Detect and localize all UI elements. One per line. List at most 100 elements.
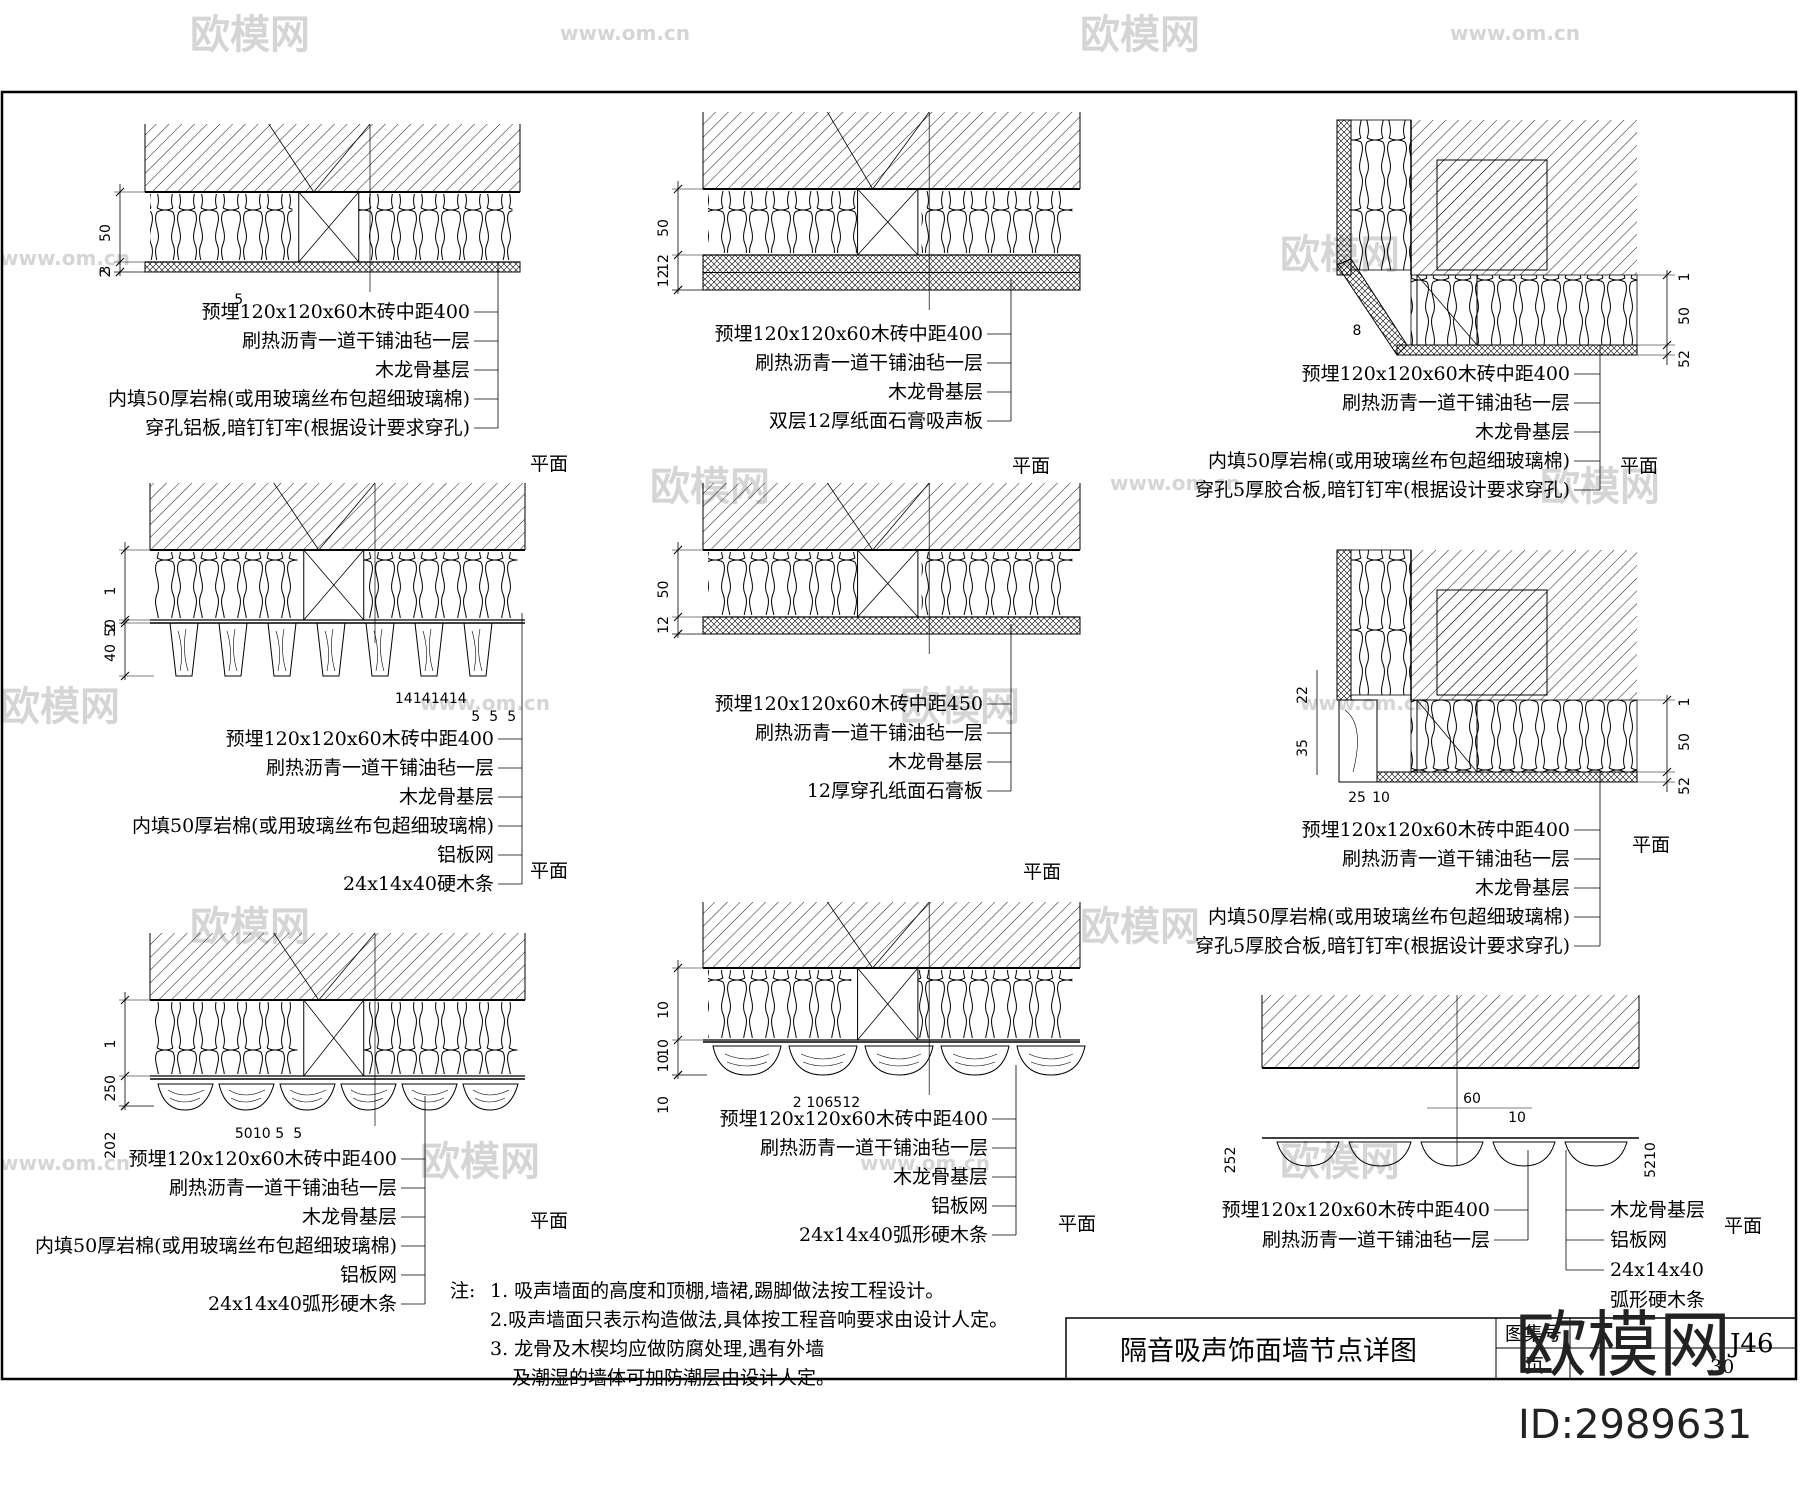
watermark-brand: 欧模网	[420, 1139, 540, 1185]
dimension-text: 2	[793, 1095, 802, 1111]
dimension-text: 14	[449, 691, 467, 707]
layer-label: 刷热沥青一道干铺油毡一层	[266, 757, 494, 779]
layer-label: 刷热沥青一道干铺油毡一层	[760, 1137, 988, 1159]
plan-label: 平面	[1012, 455, 1050, 477]
dimension-text: 12	[842, 1095, 860, 1111]
layer-label: 预埋120x120x60木砖中距400	[129, 1148, 397, 1170]
layer-label: 穿孔铝板,暗钉钉牢(根据设计要求穿孔)	[145, 417, 470, 439]
detail-A: 50325预埋120x120x60木砖中距400刷热沥青一道干铺油毡一层木龙骨基…	[98, 123, 568, 475]
layer-label: 刷热沥青一道干铺油毡一层	[1342, 392, 1570, 414]
arc-hardwood-slat	[340, 1083, 397, 1111]
dimension-text: 8	[1353, 323, 1362, 339]
rock-wool-insulation	[708, 552, 859, 615]
arc-hardwood-slat	[1016, 1045, 1086, 1076]
layer-label: 刷热沥青一道干铺油毡一层	[755, 352, 983, 374]
dimension-text: 2	[103, 1132, 119, 1141]
layer-label: 预埋120x120x60木砖中距400	[226, 728, 494, 750]
layer-label: 预埋120x120x60木砖中距400	[1302, 819, 1570, 841]
chamfer-panel	[1336, 258, 1408, 356]
vertical-panel	[1336, 549, 1352, 701]
rock-wool-insulation	[921, 191, 1073, 253]
atlas-label: 图集号	[1505, 1323, 1562, 1345]
dimension-text: 1	[1677, 273, 1693, 282]
dimension-text: 50	[98, 224, 114, 242]
notes-heading: 注:	[450, 1280, 475, 1302]
concrete-wall	[703, 112, 1080, 189]
watermark-site: www.om.cn	[0, 1151, 130, 1175]
layer-label: 12厚穿孔纸面石膏板	[807, 779, 983, 802]
layer-label: 24x14x40硬木条	[343, 873, 494, 895]
concrete-wall	[145, 124, 520, 192]
arc-hardwood-slat	[1492, 1141, 1556, 1167]
rock-wool-insulation	[363, 552, 518, 618]
watermark-brand: 欧模网	[1080, 904, 1200, 950]
layer-label: 木龙骨基层	[893, 1166, 988, 1188]
note-1: 1. 吸声墙面的高度和顶棚,墙裙,踢脚做法按工程设计。	[490, 1280, 944, 1302]
dimension-text: 50	[235, 1126, 253, 1142]
rock-wool-insulation	[917, 970, 1073, 1038]
plan-label: 平面	[1058, 1213, 1096, 1235]
rock-wool-insulation	[1350, 549, 1412, 696]
concrete-wall	[150, 933, 525, 1000]
plan-label: 平面	[530, 1210, 568, 1232]
dimension-text: 5	[293, 1126, 302, 1142]
hardwood-slat	[218, 622, 248, 677]
dimension-text: 52	[1677, 350, 1693, 368]
layer-label: 预埋120x120x60木砖中距400	[720, 1108, 988, 1130]
dimension-text: 50	[1677, 733, 1693, 751]
rock-wool-insulation	[363, 1002, 518, 1074]
layer-label: 24x14x40弧形硬木条	[208, 1293, 397, 1315]
dimension-text: 50	[103, 1075, 119, 1093]
layer-label: 刷热沥青一道干铺油毡一层	[242, 330, 470, 352]
watermark-site: www.om.cn	[0, 246, 130, 270]
watermark-brand: 欧模网	[1540, 464, 1660, 510]
dimension-text: 50	[656, 219, 672, 237]
concrete-wall	[150, 483, 525, 550]
dimension-text: 50	[103, 619, 119, 637]
watermark-site: www.om.cn	[1450, 21, 1580, 45]
concrete-wall	[703, 902, 1080, 968]
layer-label: 木龙骨基层	[399, 786, 494, 808]
layer-label: 木龙骨基层	[888, 751, 983, 773]
dimension-text: 12	[656, 254, 672, 272]
watermark-brand: 欧模网	[1280, 232, 1400, 278]
dimension-text: 2	[98, 269, 114, 278]
dimension-text: 3	[98, 266, 114, 275]
watermark-site: www.om.cn	[560, 21, 690, 45]
dimension-text: 12	[656, 616, 672, 634]
arc-hardwood-slat	[462, 1083, 519, 1111]
title-block: 隔音吸声饰面墙节点详图 图集号 J46 页 30	[1065, 1317, 1797, 1380]
layer-label: 预埋120x120x60木砖中距450	[715, 693, 983, 715]
hardwood-slat	[316, 622, 346, 677]
dimension-text: 40	[103, 644, 119, 662]
dimension-text: 5210	[1643, 1142, 1659, 1178]
layer-label: 铝板网	[931, 1195, 988, 1217]
gypsum-board-layer	[702, 272, 1081, 291]
layer-label: 刷热沥青一道干铺油毡一层	[1342, 848, 1570, 870]
arc-hardwood-slat	[712, 1045, 782, 1076]
layer-label: 预埋120x120x60木砖中距400	[1302, 363, 1570, 385]
watermark-site: www.om.cn	[860, 1151, 990, 1175]
arc-hardwood-slat	[279, 1083, 336, 1111]
dimension-text: 52	[1677, 777, 1693, 795]
rock-wool-insulation	[1410, 274, 1638, 346]
concrete-column	[1436, 159, 1548, 271]
atlas-number: J46	[1727, 1329, 1774, 1359]
detail-B: 501212预埋120x120x60木砖中距400刷热沥青一道干铺油毡一层木龙骨…	[656, 111, 1081, 477]
note-3: 3. 龙骨及木楔均应做防腐处理,遇有外墙	[490, 1338, 824, 1360]
detail-C: 150528预埋120x120x60木砖中距400刷热沥青一道干铺油毡一层木龙骨…	[1195, 119, 1693, 501]
arc-hardwood-slat	[940, 1045, 1010, 1076]
rock-wool-insulation	[1410, 699, 1638, 773]
dimension-text: 1	[1677, 698, 1693, 707]
rock-wool-insulation	[155, 1002, 298, 1074]
dimension-text: 12	[656, 270, 672, 288]
watermark-site: www.om.cn	[1300, 691, 1430, 715]
dimension-text: 5	[489, 709, 498, 725]
concrete-wall	[1262, 995, 1639, 1068]
layer-label: 木龙骨基层	[1610, 1199, 1705, 1221]
watermark-layer: 欧模网 欧模网 欧模网 欧模网 欧模网 欧模网 欧模网 欧模网 欧模网 欧模网 …	[0, 12, 1660, 1185]
dimension-text: 1	[103, 587, 119, 596]
dimension-text: 5	[275, 1126, 284, 1142]
rock-wool-insulation	[155, 552, 298, 618]
